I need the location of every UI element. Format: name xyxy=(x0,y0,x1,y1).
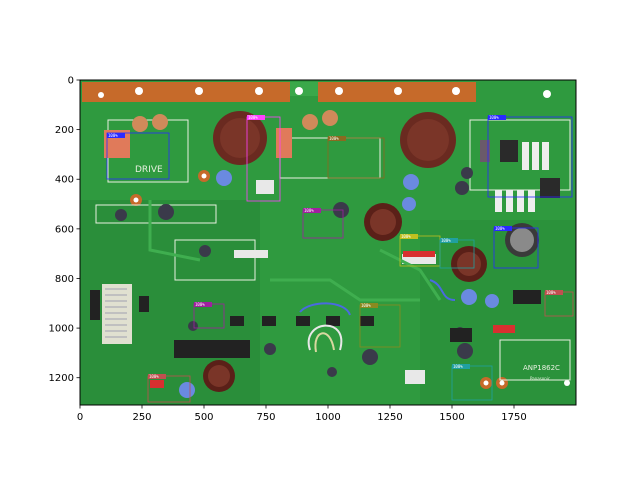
detection-box: 100% xyxy=(147,374,191,403)
detection-tag xyxy=(247,115,265,120)
mounting-holes xyxy=(94,87,570,389)
detection-outline xyxy=(147,375,191,403)
detection-box: 100% xyxy=(246,115,281,202)
y-tick-label: 1200 xyxy=(49,373,74,384)
detection-label: 100% xyxy=(546,290,556,295)
detection-box: 100% xyxy=(327,136,385,179)
detection-outline xyxy=(451,365,493,401)
detection-label: 100% xyxy=(489,115,499,120)
y-tick-label: 800 xyxy=(55,274,74,285)
detection-tag xyxy=(452,364,470,369)
y-tick-label: 200 xyxy=(55,125,74,136)
x-tick-label: 250 xyxy=(132,412,151,423)
blue-capacitors xyxy=(179,170,499,398)
pcb-image: DRIVE ANP1862C Panasonic xyxy=(80,80,576,405)
detection-label: 100% xyxy=(495,226,505,231)
x-tick-label: 750 xyxy=(256,412,275,423)
x-tick-label: 1000 xyxy=(315,412,340,423)
copper-coils xyxy=(132,110,338,132)
plot-area: DRIVE ANP1862C Panasonic 100% 100% 100% xyxy=(79,79,577,406)
detection-box: 100% xyxy=(544,290,574,317)
detection-overlay: 100% 100% 100% 100% 100% xyxy=(106,115,574,403)
x-axis: 0 250 500 750 1000 1250 1500 1750 xyxy=(77,405,527,423)
detection-box: 100% xyxy=(359,303,401,348)
detection-label: 100% xyxy=(441,238,451,243)
detection-tag xyxy=(328,136,346,141)
x-tick-label: 1250 xyxy=(377,412,402,423)
detection-box: 100% xyxy=(302,208,344,239)
detection-tag xyxy=(360,303,378,308)
large-capacitors xyxy=(203,111,539,392)
y-tick-label: 1000 xyxy=(49,324,74,335)
x-tick-label: 1500 xyxy=(439,412,464,423)
detection-outline xyxy=(302,209,344,239)
detection-box: 100% xyxy=(451,364,493,401)
detection-label: 100% xyxy=(329,136,339,141)
connector-pins xyxy=(105,288,127,338)
silkscreen-model: ANP1862C xyxy=(523,364,560,372)
power-transistors xyxy=(480,140,560,212)
detection-box: 100% xyxy=(106,132,170,180)
copper-strip-left xyxy=(82,82,290,102)
red-parts xyxy=(150,251,515,388)
silkscreen-drive: DRIVE xyxy=(135,165,163,175)
detection-box: 100% xyxy=(487,115,573,198)
detection-box: 100% xyxy=(439,238,475,269)
detection-tag xyxy=(488,115,506,120)
detection-outline xyxy=(493,227,539,269)
x-tick-label: 500 xyxy=(194,412,213,423)
detection-label: 100% xyxy=(304,208,314,213)
y-axis: 0 200 400 600 800 1000 1200 xyxy=(49,76,80,384)
detection-label: 100% xyxy=(248,115,258,120)
detection-tag xyxy=(303,208,321,213)
detection-label: 100% xyxy=(401,234,411,239)
detection-label: 100% xyxy=(149,374,159,379)
detection-tag xyxy=(545,290,563,295)
detection-tag xyxy=(194,302,212,307)
detection-label: 100% xyxy=(108,133,118,138)
silkscreen-panasonic: Panasonic xyxy=(530,376,550,381)
detection-tag xyxy=(148,374,166,379)
y-tick-label: 600 xyxy=(55,224,74,235)
detection-outline xyxy=(106,132,170,180)
orange-block-center xyxy=(276,128,292,158)
detection-outline xyxy=(359,304,401,348)
x-tick-label: 0 xyxy=(77,412,83,423)
detection-label: 100% xyxy=(195,302,205,307)
detection-tag xyxy=(107,133,125,138)
copper-tab xyxy=(290,82,318,96)
copper-traces xyxy=(148,200,442,302)
detection-box: 100% xyxy=(493,226,539,269)
pcb-shade-right xyxy=(420,220,576,405)
detection-label: 100% xyxy=(453,364,463,369)
jumper-wires xyxy=(299,279,456,353)
x-tick-label: 1750 xyxy=(501,412,526,423)
detection-outline xyxy=(487,116,573,198)
y-tick-label: 0 xyxy=(68,76,74,87)
detection-tag xyxy=(494,226,512,231)
detection-tag xyxy=(440,238,458,243)
detection-label: 100% xyxy=(361,303,371,308)
detection-tag xyxy=(400,234,418,239)
ic-chips xyxy=(90,290,541,358)
detection-outline xyxy=(327,137,385,179)
detection-box: 100% xyxy=(193,302,225,329)
y-tick-label: 400 xyxy=(55,175,74,186)
